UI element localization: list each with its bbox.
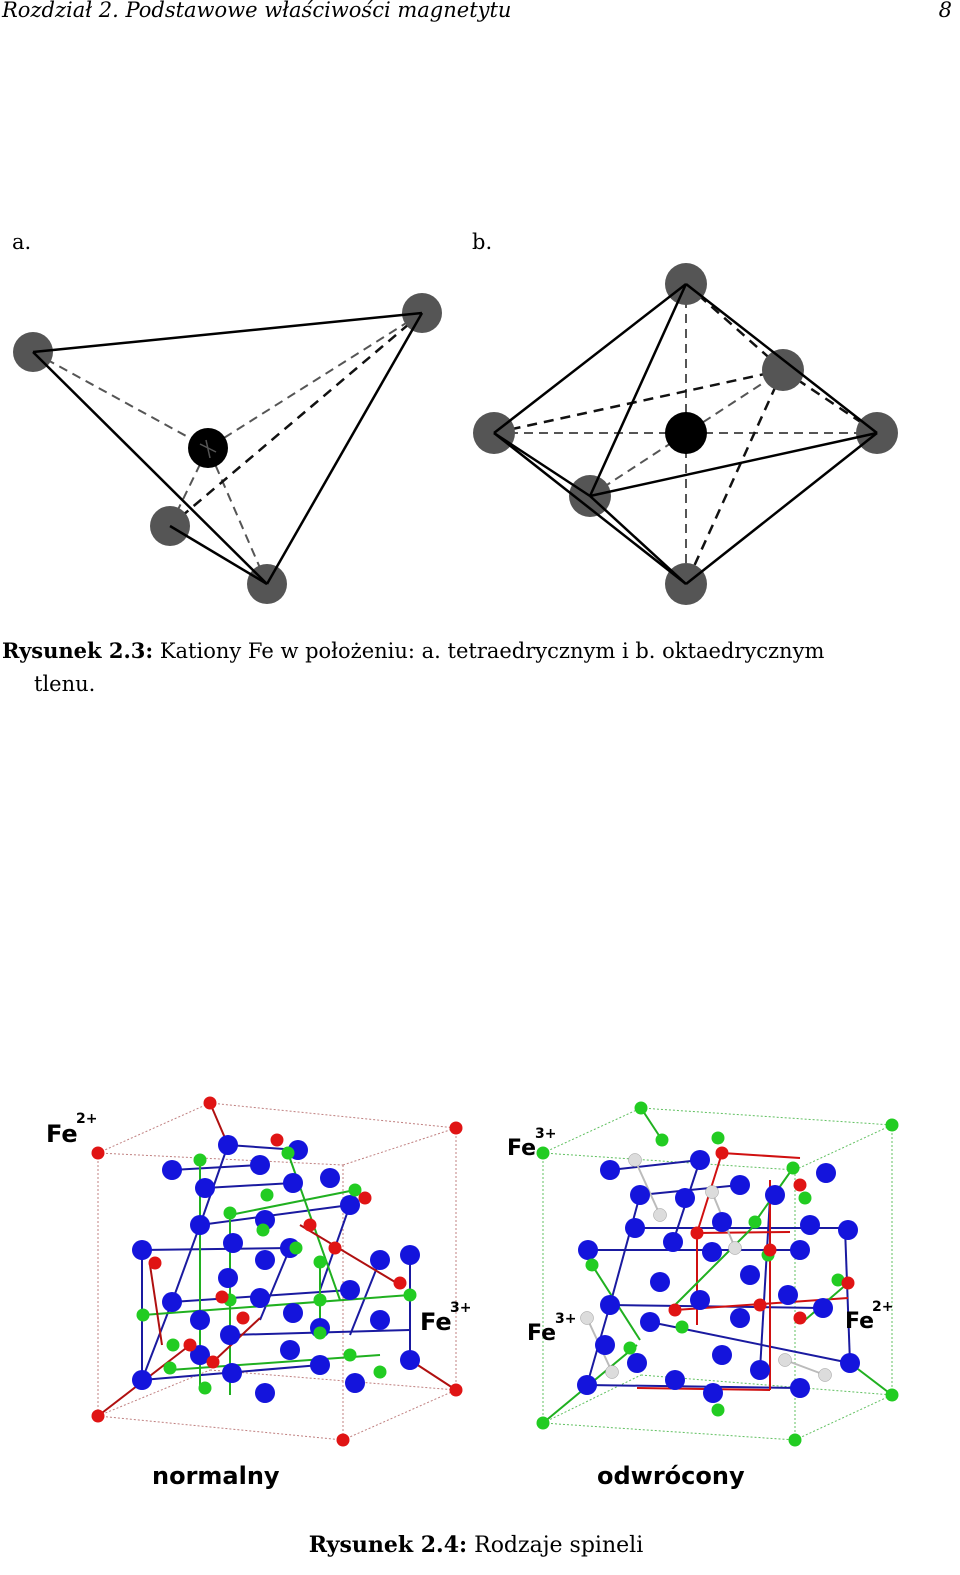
inverse-spinel-lattice: Fe 3+ Fe 3+ Fe 2+ odwrócony: [507, 1101, 899, 1490]
running-header: Rozdział 2. Podstawowe właściwości magne…: [2, 0, 512, 22]
fe3-charge-top: 3+: [535, 1126, 556, 1142]
caption-prefix: Rysunek 2.4:: [308, 1532, 468, 1558]
panel-a-label: a.: [12, 230, 32, 254]
fe3-label-top: Fe: [507, 1136, 536, 1161]
fe3-label-left: Fe: [527, 1321, 556, 1346]
caption-line2: tlenu.: [34, 672, 96, 696]
inverse-label: odwrócony: [597, 1462, 745, 1490]
blue-atoms: [577, 1150, 860, 1403]
fe3-charge-left: 3+: [555, 1311, 576, 1327]
fe2-charge-right: 2+: [872, 1299, 893, 1315]
caption-line1: Kationy Fe w położeniu: a. tetraedryczny…: [159, 639, 825, 663]
fe2-charge: 2+: [76, 1111, 97, 1127]
panel-b-label: b.: [472, 230, 493, 254]
tetrahedron-diagram: [13, 293, 442, 604]
fe2-label-right: Fe: [845, 1309, 874, 1334]
fe3-charge: 3+: [450, 1300, 471, 1316]
figure-2-4-caption: Rysunek 2.4: Rodzaje spineli: [0, 1532, 952, 1558]
red-atoms: [668, 1146, 855, 1325]
fe2-label: Fe: [46, 1120, 78, 1148]
fe-cation: [665, 412, 707, 454]
fe3-label: Fe: [420, 1308, 452, 1336]
red-atoms: [91, 1096, 463, 1447]
oxygen-atom: [762, 349, 804, 391]
caption-prefix: Rysunek 2.3:: [2, 638, 154, 663]
figure-2-3-caption: Rysunek 2.3: Kationy Fe w położeniu: a. …: [2, 634, 824, 701]
normal-label: normalny: [152, 1462, 280, 1490]
octahedron-diagram: [473, 263, 898, 605]
green-atoms: [136, 1146, 417, 1395]
caption-text: Rodzaje spineli: [474, 1533, 644, 1558]
page-number: 8: [938, 0, 952, 22]
white-atoms: [580, 1153, 832, 1382]
normal-spinel-lattice: Fe 2+ Fe 3+ normalny: [46, 1096, 471, 1490]
